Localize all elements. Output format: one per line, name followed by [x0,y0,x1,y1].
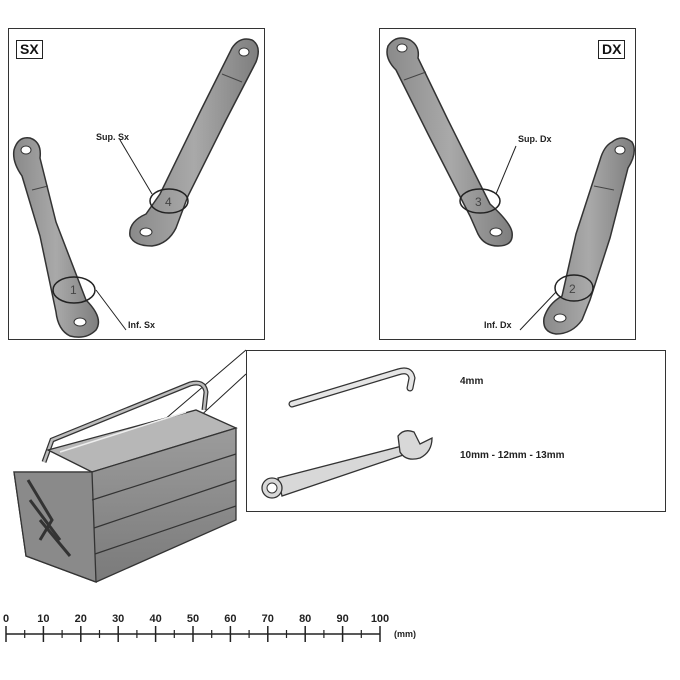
combination-wrench-icon [261,430,433,499]
ruler-tick-label: 90 [336,613,348,625]
ruler-tick-label: 30 [112,613,124,625]
right-side-tag: DX [598,40,626,59]
ruler-tick-label: 10 [37,613,49,625]
marker-3-number: 3 [475,195,482,209]
ruler-tick-label: 100 [371,613,389,625]
ruler: 0 10 20 30 40 50 60 70 80 90 100 [3,613,389,642]
arm-upper-left [129,38,259,247]
inf-sx-label: Inf. Sx [128,320,155,330]
inf-dx-label: Inf. Dx [484,320,512,330]
marker-1-number: 1 [70,283,77,297]
marker-3-circle [459,188,501,214]
hex-key-size-label: 4mm [460,376,483,387]
ruler-tick-label: 20 [75,613,87,625]
marker-4-circle [149,188,189,214]
arm-lower-right [543,137,635,335]
ruler-unit-label: (mm) [394,629,416,639]
ruler-tick-label: 0 [3,613,9,625]
ruler-tick-label: 40 [149,613,161,625]
wrench-size-label: 10mm - 12mm - 13mm [460,450,565,461]
ruler-tick-label: 60 [224,613,236,625]
arm-upper-right [386,37,513,247]
marker-4-number: 4 [165,195,172,209]
arm-lower-left [12,137,100,338]
ruler-tick-label: 80 [299,613,311,625]
hex-key-icon [288,367,416,408]
ruler-tick-label: 50 [187,613,199,625]
sup-dx-label: Sup. Dx [518,134,552,144]
ruler-tick-label: 70 [262,613,274,625]
marker-1-circle [52,276,96,304]
toolbox-illustration [13,349,247,583]
marker-2-number: 2 [569,282,576,296]
left-side-tag: SX [16,40,43,59]
sup-sx-label: Sup. Sx [96,132,129,142]
marker-2-circle [554,274,594,302]
